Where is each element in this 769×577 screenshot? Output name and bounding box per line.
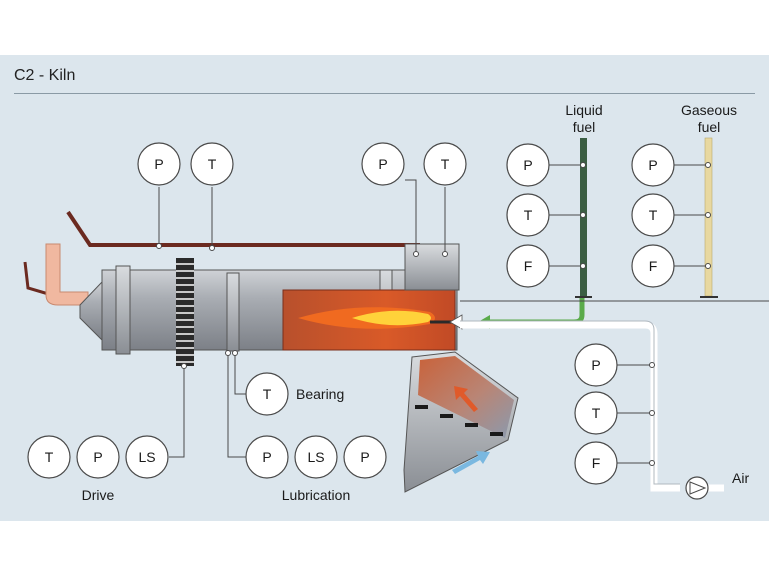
hot-gas-arrow <box>454 386 478 412</box>
svg-text:F: F <box>524 258 533 274</box>
svg-text:P: P <box>154 156 163 172</box>
drive-label: Drive <box>82 487 115 503</box>
instrument-shell-p: P <box>137 142 181 186</box>
gaseous-fuel-label-1: Gaseous <box>681 102 737 118</box>
instrument-gas-f: F <box>631 244 675 288</box>
tyre-ring-2 <box>226 272 240 352</box>
rotary-kiln <box>79 243 460 366</box>
tyre-ring-1 <box>115 265 131 355</box>
instrument-drive-p: P <box>76 435 120 479</box>
instrument-hood-p: P <box>361 142 405 186</box>
svg-text:T: T <box>441 156 450 172</box>
instrument-bearing-t: T <box>245 372 289 416</box>
clinker-cooler <box>403 351 519 493</box>
svg-text:P: P <box>360 449 369 465</box>
svg-text:P: P <box>523 157 532 173</box>
gaseous-fuel-label-2: fuel <box>698 119 721 135</box>
svg-text:T: T <box>45 449 54 465</box>
svg-text:P: P <box>262 449 271 465</box>
instrument-drive-t: T <box>27 435 71 479</box>
instrument-lub-ls: LS <box>294 435 338 479</box>
cooling-air-arrow <box>452 451 490 474</box>
svg-text:P: P <box>93 449 102 465</box>
instrument-shell-t: T <box>190 142 234 186</box>
svg-text:T: T <box>524 207 533 223</box>
svg-text:P: P <box>378 156 387 172</box>
instrument-air-p: P <box>574 343 618 387</box>
instrument-liquid-p: P <box>506 143 550 187</box>
instrument-gas-t: T <box>631 193 675 237</box>
svg-text:T: T <box>208 156 217 172</box>
liquid-fuel-label-2: fuel <box>573 119 596 135</box>
air-line <box>460 320 724 500</box>
svg-text:T: T <box>592 405 601 421</box>
svg-text:F: F <box>649 258 658 274</box>
svg-text:LS: LS <box>307 449 324 465</box>
svg-text:T: T <box>649 207 658 223</box>
instrument-air-t: T <box>574 391 618 435</box>
kiln-hood <box>404 243 460 291</box>
instrument-liquid-f: F <box>506 244 550 288</box>
instrument-hood-t: T <box>423 142 467 186</box>
svg-text:P: P <box>591 357 600 373</box>
instrument-lub-p2: P <box>343 435 387 479</box>
instrument-lub-p1: P <box>245 435 289 479</box>
girth-gear <box>176 258 194 366</box>
svg-text:F: F <box>592 455 601 471</box>
instrument-gas-p: P <box>631 143 675 187</box>
svg-text:LS: LS <box>138 449 155 465</box>
page-title: C2 - Kiln <box>14 67 76 84</box>
air-label: Air <box>732 470 749 486</box>
bearing-label: Bearing <box>296 386 344 402</box>
svg-text:T: T <box>263 386 272 402</box>
feed-pipe <box>45 243 89 306</box>
title-divider <box>14 93 755 94</box>
instrument-air-f: F <box>574 441 618 485</box>
instrument-liquid-t: T <box>506 193 550 237</box>
lubrication-label: Lubrication <box>282 487 351 503</box>
instrument-drive-ls: LS <box>125 435 169 479</box>
svg-text:P: P <box>648 157 657 173</box>
liquid-fuel-label-1: Liquid <box>565 102 602 118</box>
